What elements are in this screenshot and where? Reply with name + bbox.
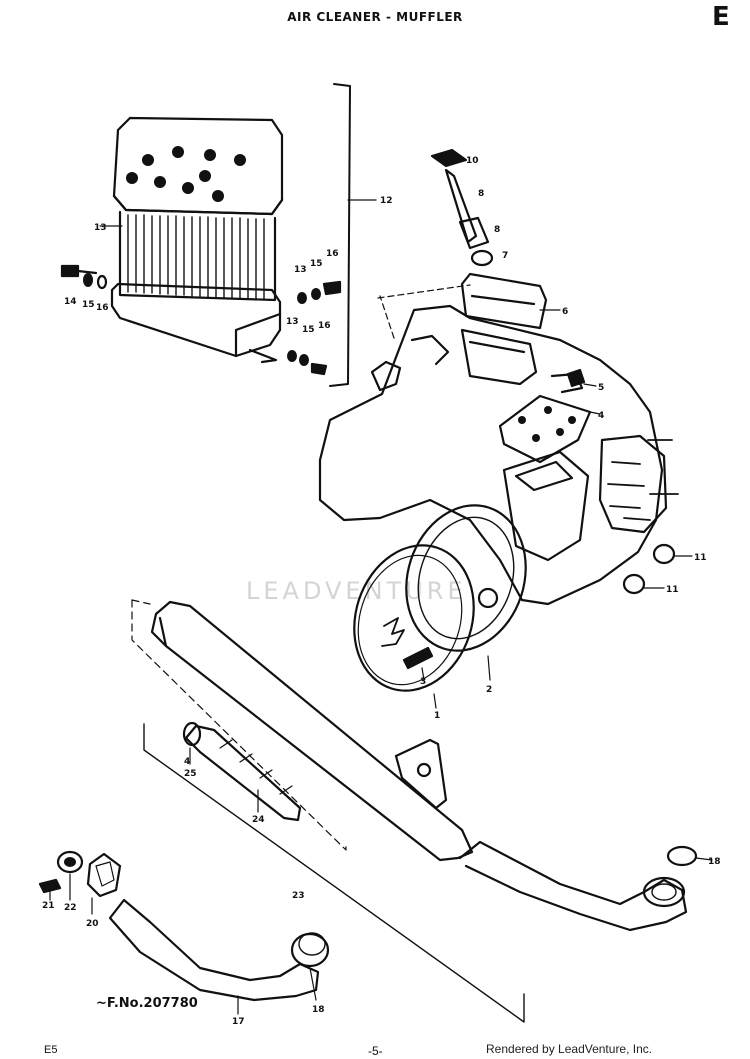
- callout-16: 16: [96, 303, 109, 313]
- callout-5: 5: [598, 383, 604, 393]
- callout-2: 2: [486, 685, 492, 695]
- callout-8a: 8: [478, 189, 484, 199]
- footer-code: E5: [44, 1044, 58, 1056]
- callout-24: 24: [252, 815, 265, 825]
- page-number: -5-: [368, 1044, 383, 1058]
- callout-25: 25: [184, 769, 197, 779]
- rendered-by-credit: Rendered by LeadVenture, Inc.: [486, 1042, 653, 1056]
- engine-case-assembly: [318, 148, 693, 709]
- callout-6: 6: [562, 307, 568, 317]
- watermark: LEADVENTURE: [246, 577, 467, 605]
- callout-16c: 16: [318, 321, 331, 331]
- muffler-assembly: [38, 599, 713, 1023]
- callout-15b: 15: [310, 259, 323, 269]
- callout-13c: 13: [286, 317, 299, 327]
- callout-3: 3: [420, 677, 426, 687]
- callout-11b: 11: [666, 585, 679, 595]
- callout-labels: 1 2 3 4 5 6 7 8 8 10 11 11 12 13 14 15 1…: [42, 156, 721, 1027]
- callout-12: 12: [380, 196, 393, 206]
- callout-13b: 13: [294, 265, 307, 275]
- callout-4: 4: [598, 411, 604, 421]
- frame-number-note: ~F.No.207780: [96, 996, 198, 1011]
- callout-8b: 8: [494, 225, 500, 235]
- section-letter: E: [712, 2, 730, 32]
- callout-15c: 15: [302, 325, 315, 335]
- callout-21: 21: [42, 901, 55, 911]
- callout-11a: 11: [694, 553, 707, 563]
- callout-22: 22: [64, 903, 77, 913]
- air-cleaner-assembly: [60, 83, 377, 387]
- callout-1: 1: [434, 711, 440, 721]
- callout-18: 18: [312, 1005, 325, 1015]
- callout-15: 15: [82, 300, 95, 310]
- callout-4b: 4: [184, 757, 190, 767]
- callout-16b: 16: [326, 249, 339, 259]
- callout-17: 17: [232, 1017, 245, 1027]
- callout-14: 14: [64, 297, 77, 307]
- callout-23: 23: [292, 891, 305, 901]
- callout-20: 20: [86, 919, 99, 929]
- callout-7: 7: [502, 251, 508, 261]
- callout-18b: 18: [708, 857, 721, 867]
- page-title: AIR CLEANER - MUFFLER: [287, 10, 463, 24]
- callout-13: 13: [94, 223, 107, 233]
- callout-10-top: 10: [466, 156, 479, 166]
